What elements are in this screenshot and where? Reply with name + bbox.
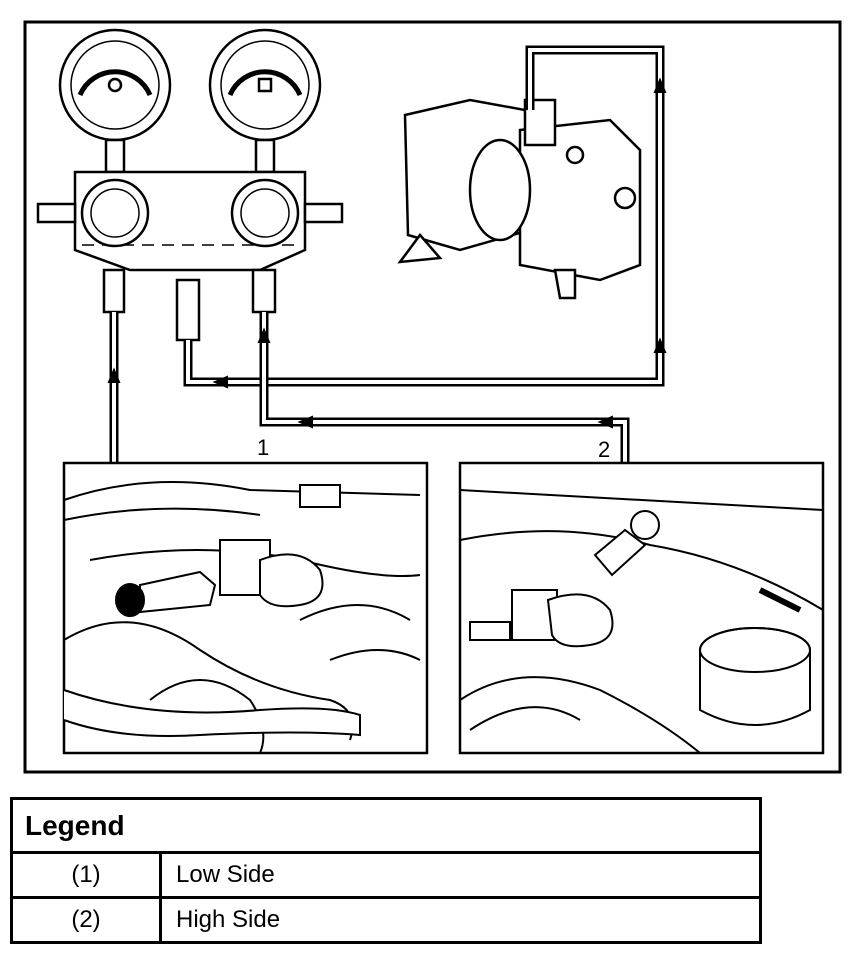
arrow-up-icon [257, 327, 271, 343]
legend-number: (2) [10, 896, 162, 944]
arrow-left-icon [212, 375, 228, 389]
legend-row: (2) High Side [10, 896, 762, 944]
legend-row: (1) Low Side [10, 851, 762, 899]
legend-table: Legend (1) Low Side (2) High Side [10, 797, 762, 944]
callout-1: 1 [257, 435, 269, 460]
low-pressure-gauge [58, 28, 172, 174]
legend-title: Legend [10, 797, 762, 854]
legend-label: Low Side [159, 851, 762, 899]
flow-arrows [107, 77, 667, 429]
arrow-up-icon [653, 77, 667, 93]
ac-gauge-hookup-diagram: 1 2 [23, 20, 842, 774]
legend-number: (1) [10, 851, 162, 899]
low-side-engine-inset [62, 461, 429, 755]
arrow-up-icon [653, 337, 667, 353]
high-side-engine-inset [458, 461, 825, 755]
high-pressure-gauge [208, 28, 322, 174]
arrow-up-icon [107, 367, 121, 383]
legend-label: High Side [159, 896, 762, 944]
callout-2: 2 [598, 437, 610, 462]
arrow-left-icon [597, 415, 613, 429]
manifold-gauge-set [36, 28, 344, 342]
vacuum-pump [397, 98, 642, 300]
legend-header-row: Legend [10, 797, 762, 854]
arrow-left-icon [297, 415, 313, 429]
